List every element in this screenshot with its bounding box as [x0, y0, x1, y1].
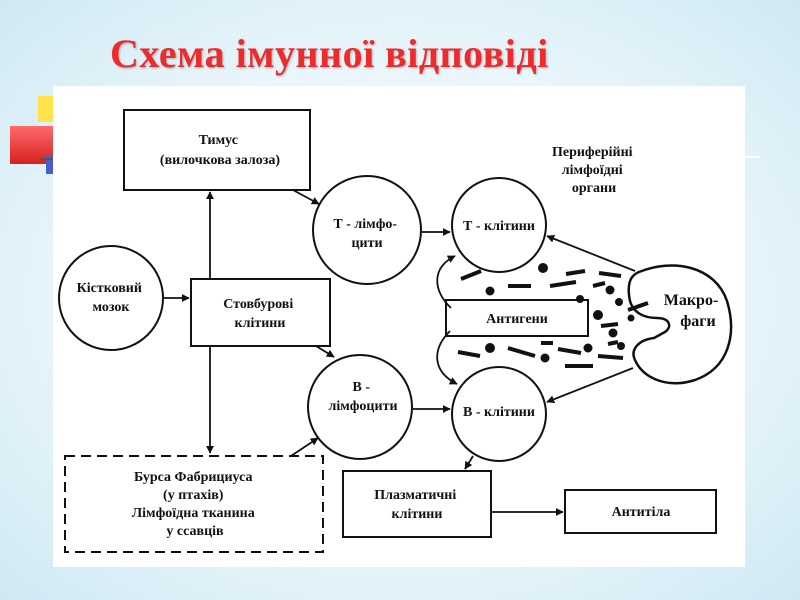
bursa-label: Бурса Фабрициуса (у птахів) Лімфоїдна тк…: [132, 470, 259, 539]
macrophages-label: Макро- фаги: [664, 292, 723, 330]
antigen-particles: [485, 263, 635, 363]
antigens-label: Антигени: [486, 312, 548, 327]
antigens-box: [445, 299, 589, 337]
connectors: [163, 189, 636, 516]
diagram-panel: Тимус (вилочкова залоза) Кістковий мозок…: [53, 86, 745, 567]
arrow-thymus-to-tlymph: [292, 189, 320, 205]
arrow-bcells-to-plasma: [464, 455, 474, 470]
antibodies-label: Антитіла: [612, 505, 671, 520]
arrow-stem-to-blymph: [315, 345, 335, 358]
arrow-bursa-to-blymph: [290, 437, 319, 457]
t-lymphocytes-circle: [312, 175, 422, 285]
arrow-macro-to-bcells: [546, 367, 634, 404]
peripheral-organs-label: Периферійні лімфоїдні органи: [552, 145, 636, 196]
plasma-cells-label: Плазматичні клітини: [374, 488, 460, 522]
bone-marrow-label: Кістковий мозок: [77, 281, 146, 315]
antibodies-box: [564, 489, 717, 534]
thymus-box: [123, 109, 311, 191]
decor-blue-bar: [46, 156, 56, 174]
bone-marrow-circle: [58, 245, 164, 351]
b-lymphocytes-circle: [307, 354, 413, 460]
bursa-box: [64, 455, 324, 553]
b-cells-circle: [451, 366, 547, 462]
stem-cells-label: Стовбурові клітини: [223, 297, 297, 331]
decor-line: [40, 158, 62, 160]
stem-cells-box: [190, 278, 331, 347]
plasma-cells-box: [342, 470, 492, 538]
arrow-antigen-to-tcells: [436, 255, 456, 309]
b-lymphocytes-label: В - лімфоцити: [328, 380, 397, 414]
slide-title: Схема імунної відповіді: [110, 31, 549, 76]
t-lymphocytes-label: Т - лімфо- цити: [333, 217, 400, 251]
b-cells-label: В - клітини: [463, 405, 535, 420]
decor-line-right: [740, 156, 760, 158]
antigen-dashes: [457, 269, 649, 368]
arrow-macro-to-tcells: [546, 234, 636, 272]
arrow-antigen-to-bcells: [436, 330, 458, 385]
thymus-label: Тимус (вилочкова залоза): [160, 133, 281, 168]
t-cells-circle: [451, 177, 547, 273]
t-cells-label: Т - клітини: [463, 219, 535, 234]
immune-response-diagram: Тимус (вилочкова залоза) Кістковий мозок…: [58, 109, 733, 553]
